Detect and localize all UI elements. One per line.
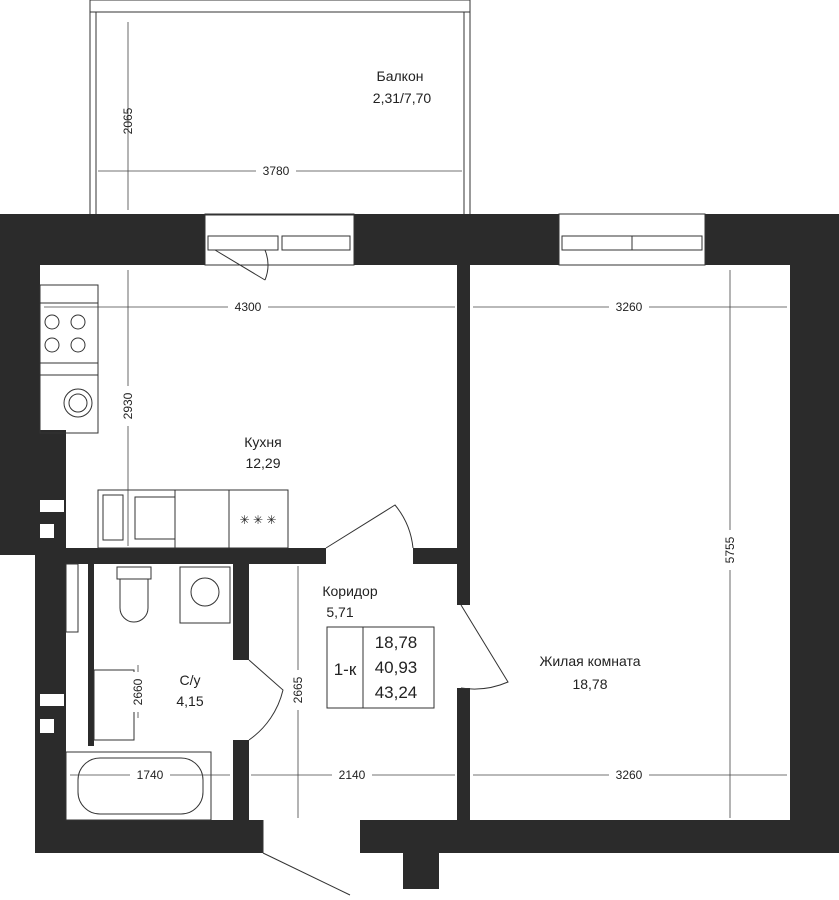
kitchen-name: Кухня <box>244 434 281 450</box>
dim-living-height: 5755 <box>723 536 737 563</box>
summary-living-area: 18,78 <box>375 633 418 652</box>
walls <box>0 214 839 889</box>
dim-kitchen-width: 4300 <box>235 300 262 314</box>
bathroom-area: 4,15 <box>176 693 203 709</box>
dim-kitchen-depth: 2930 <box>121 392 135 419</box>
summary-total-area: 40,93 <box>375 658 418 677</box>
bathroom-fixtures <box>65 566 231 821</box>
balcony-area: 2,31/7,70 <box>373 90 432 106</box>
dim-corridor-width: 2140 <box>339 768 366 782</box>
balcony-name: Балкон <box>377 68 424 84</box>
stove-symbol: ✳ ✳ ✳ <box>240 513 277 527</box>
doors <box>248 504 509 896</box>
window-kitchen <box>204 213 355 281</box>
dim-balcony-width: 3780 <box>263 164 290 178</box>
dim-bath-width: 1740 <box>137 768 164 782</box>
window-living <box>558 213 706 266</box>
dim-bath-height: 2660 <box>131 678 145 705</box>
bathroom-name: С/у <box>180 672 201 688</box>
dim-living-width-top: 3260 <box>616 300 643 314</box>
summary-box: 1-к 18,78 40,93 43,24 <box>326 626 435 709</box>
summary-type: 1-к <box>334 660 357 679</box>
summary-total-with-balcony: 43,24 <box>375 683 418 702</box>
corridor-area: 5,71 <box>326 604 353 620</box>
dim-balcony-height: 2065 <box>121 107 135 134</box>
balcony <box>89 0 471 216</box>
living-name: Жилая комната <box>539 653 640 669</box>
corridor-name: Коридор <box>322 583 378 599</box>
dim-living-width-bottom: 3260 <box>616 768 643 782</box>
kitchen-area: 12,29 <box>245 455 280 471</box>
living-area: 18,78 <box>572 676 607 692</box>
dim-corridor-height: 2665 <box>291 676 305 703</box>
kitchen-furniture: ✳ ✳ ✳ <box>39 284 289 549</box>
